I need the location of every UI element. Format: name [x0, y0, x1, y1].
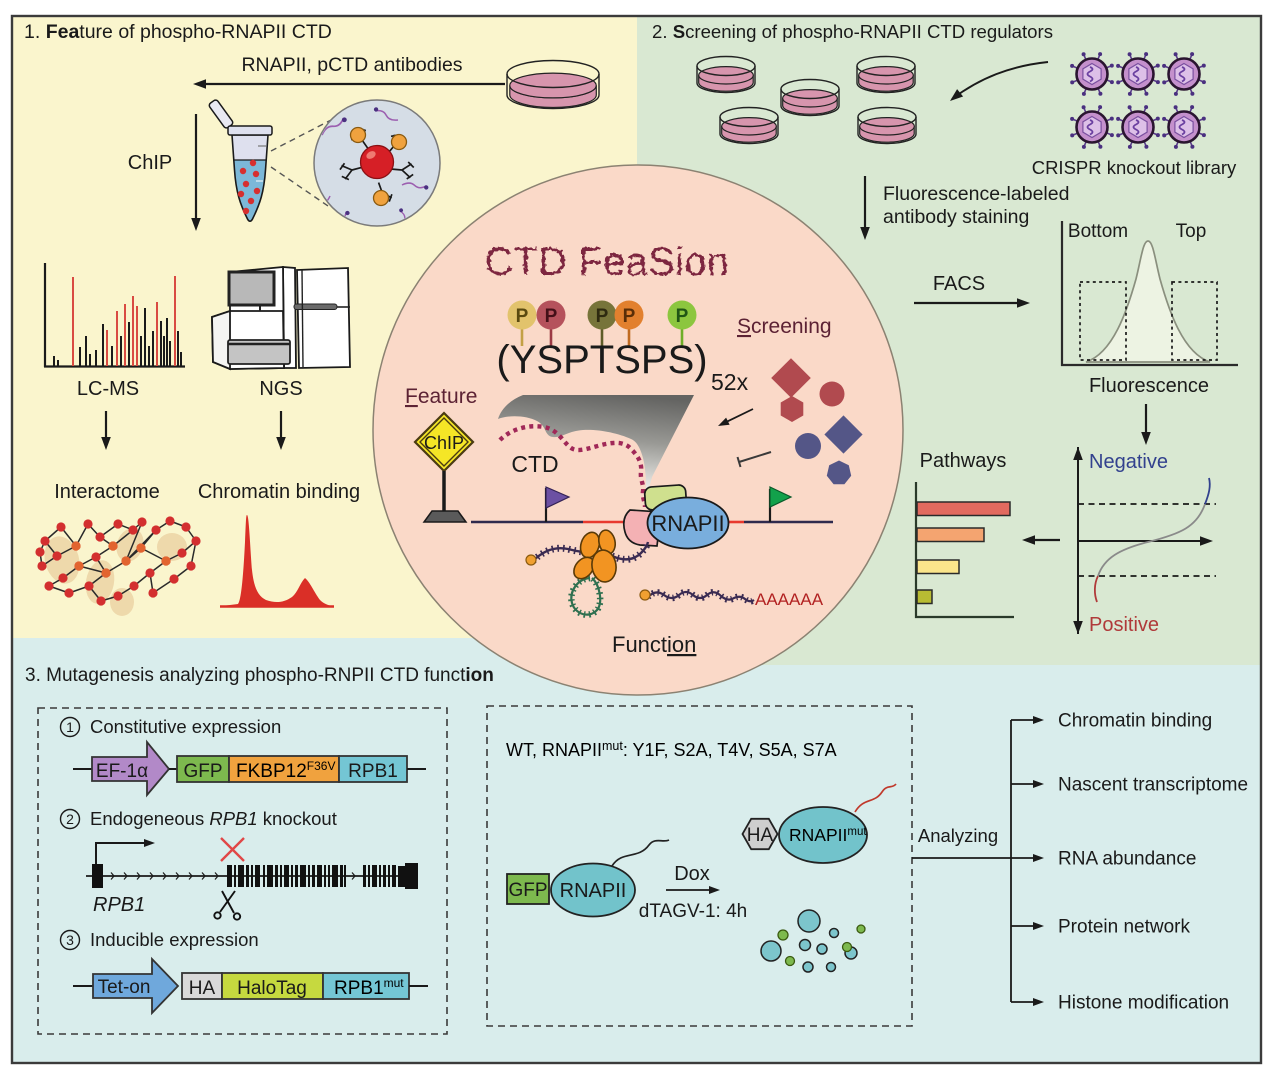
svg-text:Function: Function: [612, 632, 696, 657]
svg-text:RPB1: RPB1: [348, 761, 398, 782]
svg-text:52x: 52x: [711, 369, 749, 395]
svg-text:CTD: CTD: [511, 451, 558, 477]
svg-text:RNAPII: RNAPII: [651, 511, 724, 536]
svg-text:1: 1: [66, 719, 74, 735]
svg-text:(YSPTSPS): (YSPTSPS): [496, 338, 707, 382]
svg-text:Positive: Positive: [1089, 614, 1159, 636]
svg-text:P: P: [516, 306, 529, 327]
svg-text:Screening: Screening: [737, 315, 832, 338]
svg-text:Feature: Feature: [405, 385, 477, 408]
svg-text:P: P: [623, 306, 636, 327]
svg-text:EF-1α: EF-1α: [96, 761, 148, 782]
svg-text:Chromatin binding: Chromatin binding: [1058, 711, 1212, 732]
svg-text:2. Screening of phospho-RNAPI: 2. Screening of phospho-RNAPII CTD regul…: [652, 21, 1053, 42]
svg-text:FACS: FACS: [933, 273, 985, 295]
svg-text:dTAGV-1: 4h: dTAGV-1: 4h: [639, 901, 747, 922]
svg-text:1. Feature of phospho-RNAPII C: 1. Feature of phospho-RNAPII CTD: [24, 21, 332, 43]
svg-text:ChIP: ChIP: [424, 433, 464, 453]
svg-text:Constitutive expression: Constitutive expression: [90, 716, 281, 737]
svg-text:Chromatin binding: Chromatin binding: [198, 481, 360, 503]
svg-text:Interactome: Interactome: [54, 481, 160, 503]
svg-text:antibody staining: antibody staining: [883, 206, 1029, 228]
svg-text:HA: HA: [189, 978, 216, 999]
svg-text:Pathways: Pathways: [920, 450, 1007, 472]
svg-text:Inducible expression: Inducible expression: [90, 929, 259, 950]
svg-text:P: P: [545, 306, 558, 327]
svg-text:WT, RNAPIImut: Y1F, S2A, T4V,: WT, RNAPIImut: Y1F, S2A, T4V, S5A, S7A: [506, 739, 837, 760]
svg-text:HaloTag: HaloTag: [237, 978, 307, 999]
svg-text:3. Mutagenesis analyzing phosp: 3. Mutagenesis analyzing phospho-RNPII C…: [25, 665, 494, 686]
svg-text:3: 3: [66, 932, 74, 948]
svg-text:P: P: [596, 306, 609, 327]
svg-text:Tet-on: Tet-on: [98, 977, 151, 998]
svg-text:Fluorescence: Fluorescence: [1089, 375, 1209, 397]
svg-text:CTD FeaSion: CTD FeaSion: [485, 240, 730, 284]
svg-text:Negative: Negative: [1089, 451, 1168, 473]
svg-text:RNAPII, pCTD antibodies: RNAPII, pCTD antibodies: [241, 54, 462, 76]
svg-text:Bottom: Bottom: [1068, 221, 1128, 242]
svg-text:RPB1: RPB1: [93, 894, 145, 916]
svg-text:NGS: NGS: [259, 378, 302, 400]
svg-text:Nascent transcriptome: Nascent transcriptome: [1058, 775, 1248, 796]
svg-text:Endogeneous RPB1 knockout: Endogeneous RPB1 knockout: [90, 808, 337, 829]
svg-text:GFP: GFP: [508, 880, 547, 901]
svg-text:Fluorescence-labeled: Fluorescence-labeled: [883, 183, 1069, 205]
svg-text:GFP: GFP: [183, 761, 222, 782]
svg-text:ChIP: ChIP: [128, 152, 172, 174]
svg-text:RNA abundance: RNA abundance: [1058, 849, 1196, 870]
svg-text:Histone modification: Histone modification: [1058, 993, 1229, 1014]
svg-text:2: 2: [66, 811, 74, 827]
svg-text:Dox: Dox: [674, 863, 710, 885]
svg-text:RNAPII: RNAPII: [560, 880, 627, 902]
svg-text:CRISPR knockout library: CRISPR knockout library: [1032, 157, 1237, 178]
svg-text:AAAAAA: AAAAAA: [755, 590, 824, 609]
svg-text:LC-MS: LC-MS: [77, 378, 139, 400]
svg-text:HA: HA: [747, 825, 774, 846]
svg-text:Top: Top: [1176, 221, 1207, 242]
svg-text:P: P: [676, 306, 689, 327]
svg-text:Protein network: Protein network: [1058, 917, 1191, 938]
svg-text:Analyzing: Analyzing: [918, 825, 998, 846]
